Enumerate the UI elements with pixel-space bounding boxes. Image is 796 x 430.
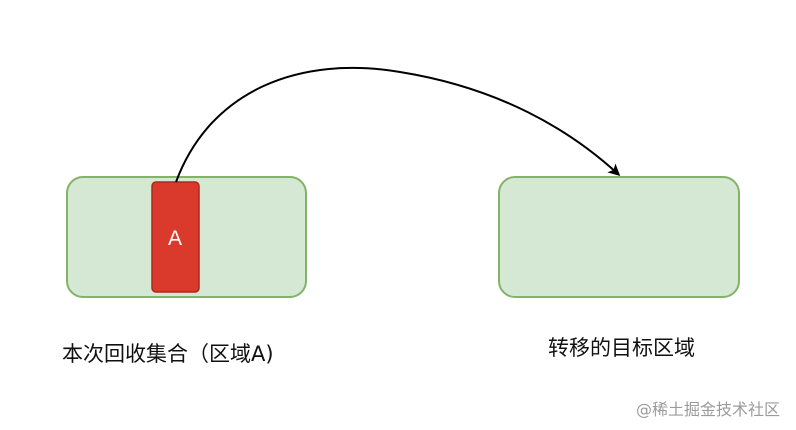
watermark: @稀土掘金技术社区 bbox=[635, 400, 780, 419]
target-region-label: 转移的目标区域 bbox=[548, 336, 695, 360]
source-region-label: 本次回收集合（区域A) bbox=[62, 342, 274, 366]
target-region bbox=[498, 176, 740, 298]
transfer-arrow bbox=[175, 66, 621, 183]
block-a-label: A bbox=[168, 227, 182, 250]
block-a bbox=[151, 181, 200, 293]
